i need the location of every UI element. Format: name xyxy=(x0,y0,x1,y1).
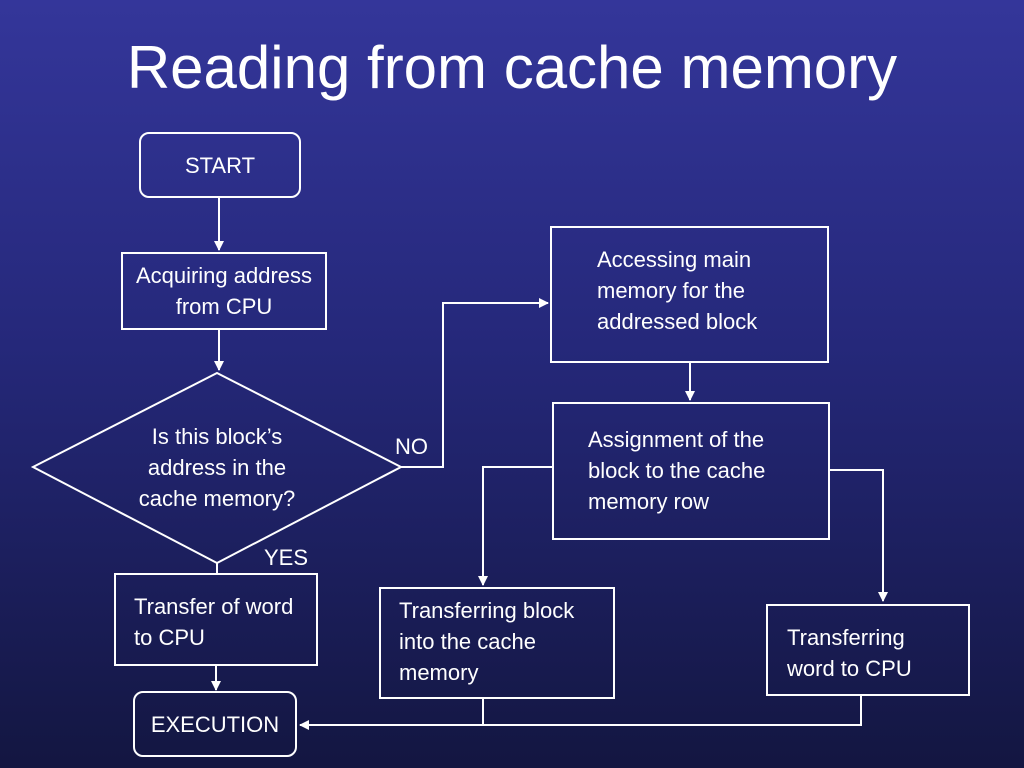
start-label: START xyxy=(184,152,256,178)
start-node: START xyxy=(139,132,301,198)
decision-line1: Is this block’s xyxy=(151,424,283,449)
transfer-word-text: Transfer of word to CPU xyxy=(134,594,294,650)
arrow-assign-to-transfer-block xyxy=(478,466,552,586)
execution-node: EXECUTION xyxy=(133,691,297,757)
transfer-block-text: Transferring block into the cache memory xyxy=(399,598,575,685)
acquire-address-line1: Acquiring address xyxy=(135,263,313,288)
assign-block-text: Assignment of the block to the cache mem… xyxy=(588,427,766,514)
arrow-assign-to-transferring-word xyxy=(829,469,888,602)
slide-title: Reading from cache memory xyxy=(126,34,898,101)
transferring-word-text: Transferring word to CPU xyxy=(787,625,912,681)
transfer-word-node: Transfer of word to CPU xyxy=(114,573,318,666)
decision-line3: cache memory? xyxy=(138,486,296,511)
arrow-no-branch xyxy=(401,298,549,468)
acquire-address-line2: from CPU xyxy=(175,294,273,319)
no-label: NO xyxy=(395,434,428,459)
transferring-word-node: Transferring word to CPU xyxy=(766,604,970,696)
decision-text: Is this block’s address in the cache mem… xyxy=(100,421,334,514)
access-main-memory-node: Accessing main memory for the addressed … xyxy=(550,226,829,363)
execution-label: EXECUTION xyxy=(150,711,280,737)
access-main-memory-text: Accessing main memory for the addressed … xyxy=(597,247,758,334)
transfer-block-node: Transferring block into the cache memory xyxy=(379,587,615,699)
decision-line2: address in the xyxy=(147,455,287,480)
arrow-transferring-word-to-execution xyxy=(299,695,862,730)
yes-label: YES xyxy=(264,545,309,570)
acquire-address-node: Acquiring address from CPU xyxy=(121,252,327,330)
assign-block-node: Assignment of the block to the cache mem… xyxy=(552,402,830,540)
